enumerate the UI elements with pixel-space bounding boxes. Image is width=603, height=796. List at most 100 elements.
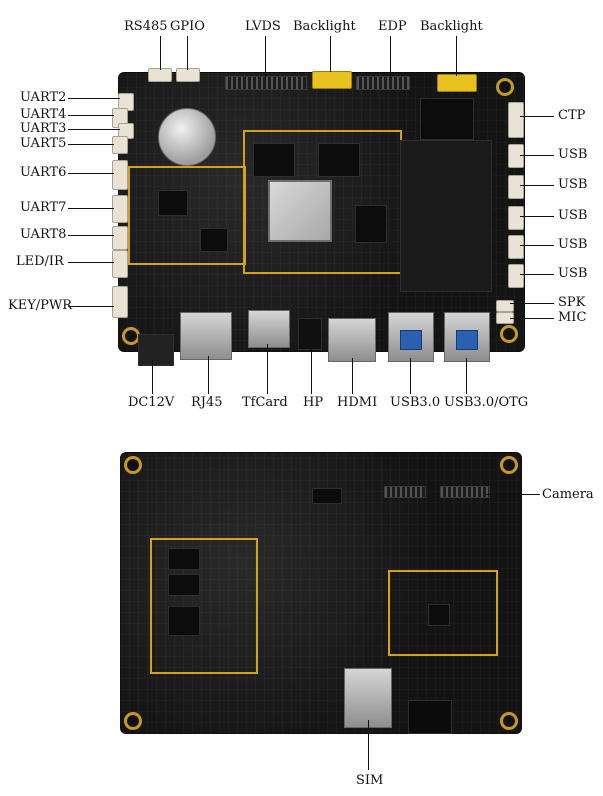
mounting-hole xyxy=(124,712,142,730)
leader-line xyxy=(410,358,411,394)
leader-line xyxy=(160,36,161,70)
gpio-connector xyxy=(176,68,200,82)
mounting-hole xyxy=(124,456,142,474)
pmic-chip xyxy=(158,190,188,216)
leader-line xyxy=(520,245,554,246)
leader-line xyxy=(68,262,114,263)
label-backlight-1: Backlight xyxy=(293,19,356,34)
label-key-pwr: KEY/PWR xyxy=(8,298,73,313)
wifi-module xyxy=(420,98,474,140)
usb-connector xyxy=(508,175,524,199)
usb-connector xyxy=(508,144,524,168)
leader-line xyxy=(267,344,268,394)
leader-line xyxy=(510,318,554,319)
lvds-header xyxy=(225,76,307,90)
coin-battery xyxy=(158,108,216,166)
uart8-connector xyxy=(112,226,128,250)
leader-line xyxy=(187,36,188,70)
leader-line xyxy=(68,208,114,209)
leader-line xyxy=(152,360,153,394)
leader-line xyxy=(520,116,554,117)
leader-line xyxy=(352,358,353,394)
leader-line xyxy=(68,144,114,145)
leader-line xyxy=(208,356,209,394)
headphone-jack xyxy=(298,318,322,350)
pmic-chip xyxy=(200,228,228,252)
led-ir-connector xyxy=(112,250,128,278)
label-backlight-2: Backlight xyxy=(420,19,483,34)
label-lvds: LVDS xyxy=(245,19,281,34)
back-chip xyxy=(168,574,200,596)
hdmi-port xyxy=(328,318,376,362)
leader-line xyxy=(68,98,120,99)
memory-chip xyxy=(253,143,295,177)
leader-line xyxy=(390,36,391,78)
label-uart8: UART8 xyxy=(20,227,67,242)
leader-line xyxy=(520,185,554,186)
label-rs485: RS485 xyxy=(124,19,168,34)
back-chip xyxy=(168,606,200,636)
leader-line xyxy=(510,303,554,304)
label-hp: HP xyxy=(303,395,324,410)
label-mic: MIC xyxy=(558,310,587,325)
leader-line xyxy=(68,173,114,174)
label-usb-5: USB xyxy=(558,266,588,281)
ctp-connector xyxy=(508,102,524,138)
label-edp: EDP xyxy=(378,19,407,34)
usb-connector xyxy=(508,264,524,288)
back-power-outline xyxy=(150,538,258,674)
leader-line xyxy=(68,235,114,236)
label-dc12v: DC12V xyxy=(128,395,175,410)
leader-line xyxy=(68,306,114,307)
leader-line xyxy=(520,216,554,217)
processor xyxy=(268,180,332,242)
label-usb-2: USB xyxy=(558,177,588,192)
module-slot xyxy=(400,140,492,292)
back-chip xyxy=(428,604,450,626)
label-usb-1: USB xyxy=(558,147,588,162)
usb-connector xyxy=(508,206,524,230)
label-uart7: UART7 xyxy=(20,200,67,215)
label-gpio: GPIO xyxy=(170,19,205,34)
label-usb-3: USB xyxy=(558,208,588,223)
label-uart3: UART3 xyxy=(20,121,67,136)
backlight-connector xyxy=(312,71,352,89)
memory-chip xyxy=(318,143,360,177)
leader-line xyxy=(520,155,554,156)
edp-header xyxy=(356,76,410,90)
leader-line xyxy=(311,346,312,394)
uart5-connector xyxy=(112,136,128,154)
backlight-connector xyxy=(437,74,477,92)
spk-connector xyxy=(496,300,514,312)
label-usb-4: USB xyxy=(558,237,588,252)
mounting-hole xyxy=(500,325,518,343)
power-section-outline xyxy=(128,166,246,265)
leader-line xyxy=(68,129,120,130)
uart7-connector xyxy=(112,195,128,223)
dc-jack xyxy=(138,334,174,366)
usb3-tongue xyxy=(400,330,422,350)
camera-connector xyxy=(440,486,490,498)
label-spk: SPK xyxy=(558,295,586,310)
camera-connector xyxy=(384,486,426,498)
sim-slot xyxy=(344,668,392,728)
mounting-hole xyxy=(500,712,518,730)
leader-line xyxy=(456,36,457,76)
back-chip xyxy=(168,548,200,570)
label-usb30: USB3.0 xyxy=(390,395,441,410)
label-uart5: UART5 xyxy=(20,136,67,151)
mounting-hole xyxy=(496,78,514,96)
leader-line xyxy=(68,115,114,116)
leader-line xyxy=(265,36,266,78)
leader-line xyxy=(520,274,554,275)
mounting-hole xyxy=(500,456,518,474)
back-chip xyxy=(312,488,342,504)
memory-chip xyxy=(355,205,387,243)
back-socket xyxy=(408,700,452,734)
usb3-otg-tongue xyxy=(456,330,478,350)
label-uart2: UART2 xyxy=(20,90,67,105)
label-uart4: UART4 xyxy=(20,107,67,122)
key-pwr-connector xyxy=(112,286,128,318)
label-ctp: CTP xyxy=(558,108,586,123)
label-sim: SIM xyxy=(356,773,384,788)
